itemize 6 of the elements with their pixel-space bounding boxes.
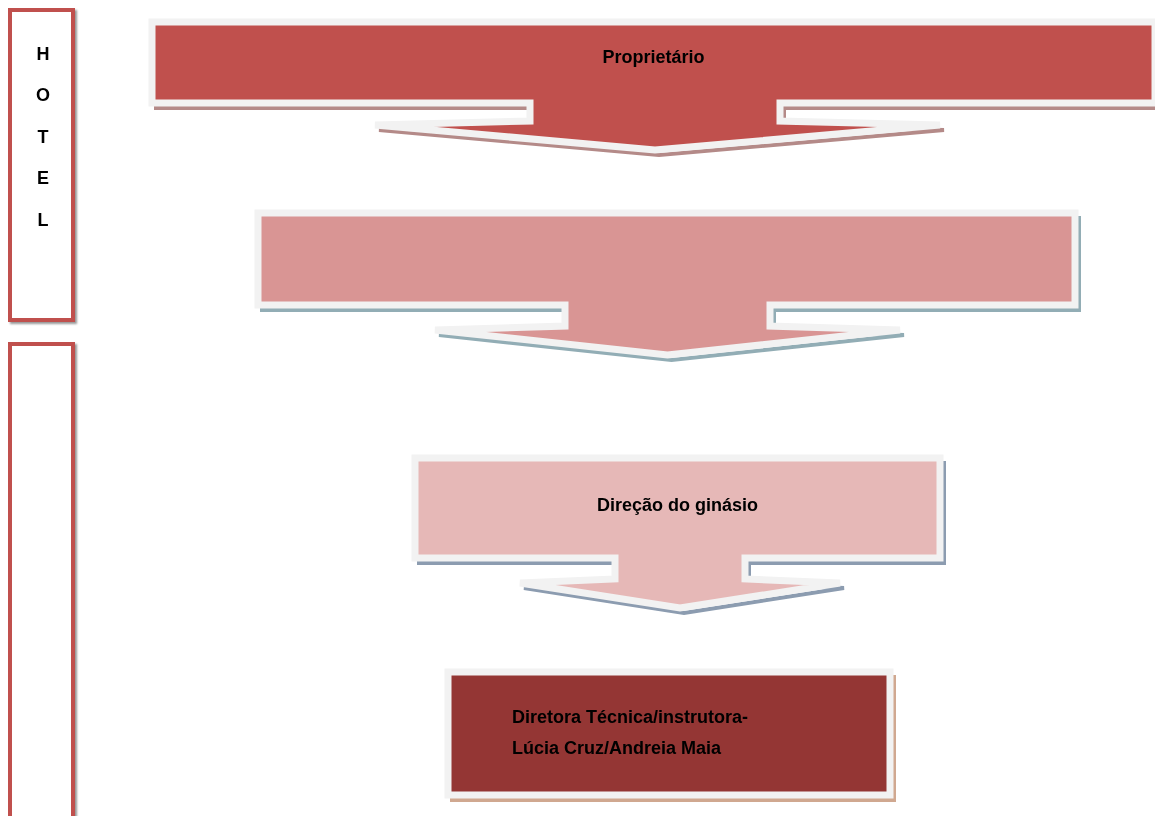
node-label: Diretora Técnica/instrutora- Lúcia Cruz/Andreia Maia [512, 706, 750, 760]
node-label: Direção do ginásio [595, 494, 759, 517]
column-box [8, 342, 75, 816]
node-label: Proprietário [601, 46, 706, 69]
vertical-label: HOTEL [35, 43, 51, 232]
column-box [8, 8, 75, 322]
